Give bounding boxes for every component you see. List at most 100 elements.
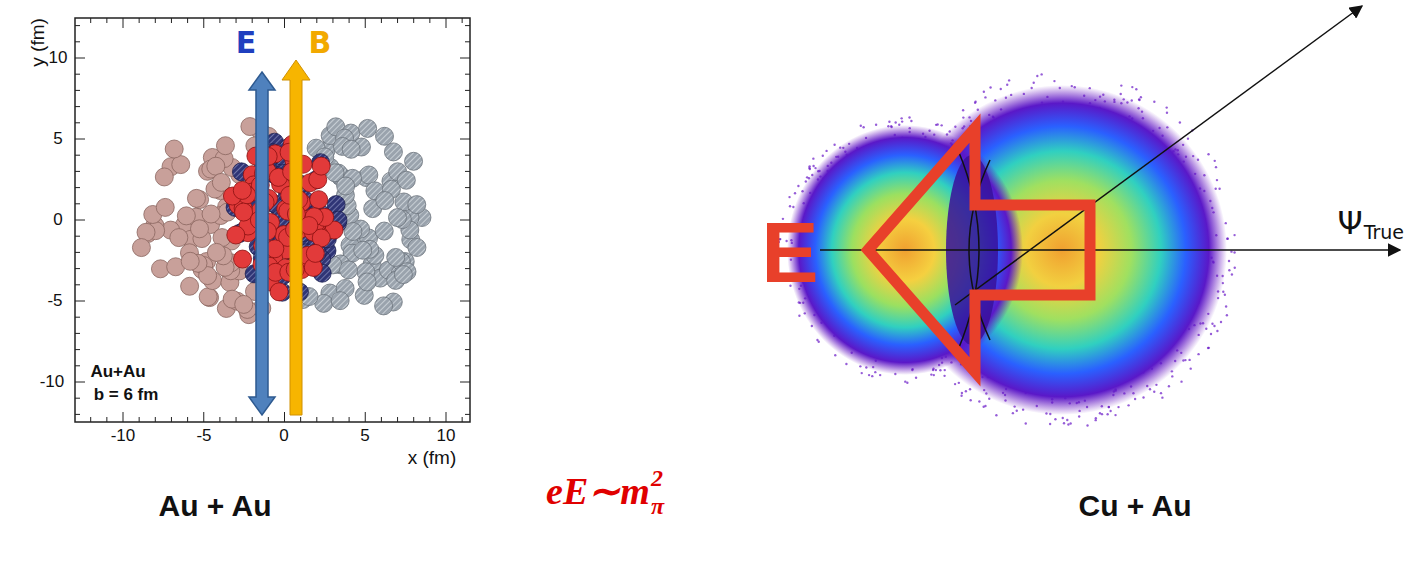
spectator-nucleon [375,297,393,315]
tick [75,122,80,123]
density-dot [1138,99,1140,101]
tick [284,412,285,422]
density-dot [1161,396,1163,398]
tick [465,155,470,156]
spectator-nucleon [360,166,378,184]
tick [219,417,220,422]
tick [460,58,470,59]
density-dot [969,388,971,390]
tick [75,252,80,253]
tick [106,18,107,23]
spectator-nucleon [156,198,174,216]
density-dot [1216,330,1218,332]
density-dot [1179,121,1181,123]
density-dot [834,354,836,356]
density-dot [906,382,908,384]
density-dot [1216,179,1218,181]
tick [332,417,333,422]
density-dot [989,86,991,88]
tick [90,18,91,23]
tick [139,18,140,23]
participant-nucleon [234,250,252,268]
spectator-nucleon [165,140,183,158]
density-dot [1165,106,1167,108]
formula: eE∼m [546,471,650,513]
plot-frame [75,18,470,422]
density-dot [822,155,824,157]
tick [75,220,85,221]
spectator-nucleon [181,252,199,270]
tick [90,417,91,422]
tick [465,365,470,366]
density-dot [915,377,917,379]
tick [460,382,470,383]
nucleons [132,118,431,324]
density-dot [1142,396,1144,398]
density-dot [1120,93,1122,95]
tick [465,171,470,172]
system-label: Au+Au [90,363,145,382]
tick [203,412,204,422]
density-dot [1033,82,1035,84]
density-dot [1016,410,1018,412]
density-dot [1008,79,1010,81]
tick [75,349,80,350]
density-dot [1025,422,1027,424]
density-dot [1153,391,1155,393]
system-caption: Cu + Au [1078,489,1191,522]
tick [460,139,470,140]
density-dot [1168,385,1170,387]
tick [123,412,124,422]
density-dot [1106,413,1108,415]
tick [465,236,470,237]
tick [203,18,204,28]
spectator-nucleon [394,266,412,284]
spectator-nucleon [207,157,225,175]
spectator-nucleon [384,143,402,161]
density-dot [1187,137,1189,139]
tick-label: -10 [111,427,136,446]
tick [75,41,80,42]
tick [462,417,463,422]
tick [75,382,85,383]
tick-label: 0 [53,211,62,230]
tick [397,417,398,422]
density-dot [808,165,810,167]
tick [465,122,470,123]
tick [316,18,317,23]
density-dot [1226,314,1228,316]
density-dot [958,382,960,384]
tick [268,417,269,422]
spectator-nucleon [199,288,217,306]
density-dot [1153,101,1155,103]
density-dot [1063,422,1065,424]
field-label: E [761,205,818,300]
density-dot [1231,273,1233,275]
density-dot [1214,160,1216,162]
density-dot [1225,305,1227,307]
field-label: E [236,26,257,59]
tick [139,417,140,422]
density-dot [794,192,796,194]
spectator-nucleon [376,192,394,210]
tick [75,414,80,415]
spectator-nucleon [202,205,220,223]
density-dot [1222,290,1224,292]
density-dot [812,165,814,167]
density-dot [1140,96,1142,98]
tick [465,349,470,350]
tick [252,18,253,23]
density-dot [1131,86,1133,88]
spectator-nucleon [170,229,188,247]
density-dot [1117,406,1119,408]
tick [465,90,470,91]
spectator-nucleon [187,189,205,207]
density-dot [1000,88,1002,90]
axis-title: x (fm) [408,448,457,469]
tick [465,317,470,318]
density-dot [879,374,881,376]
density-dot [1171,375,1173,377]
tick [300,417,301,422]
density-dot [1230,250,1232,252]
